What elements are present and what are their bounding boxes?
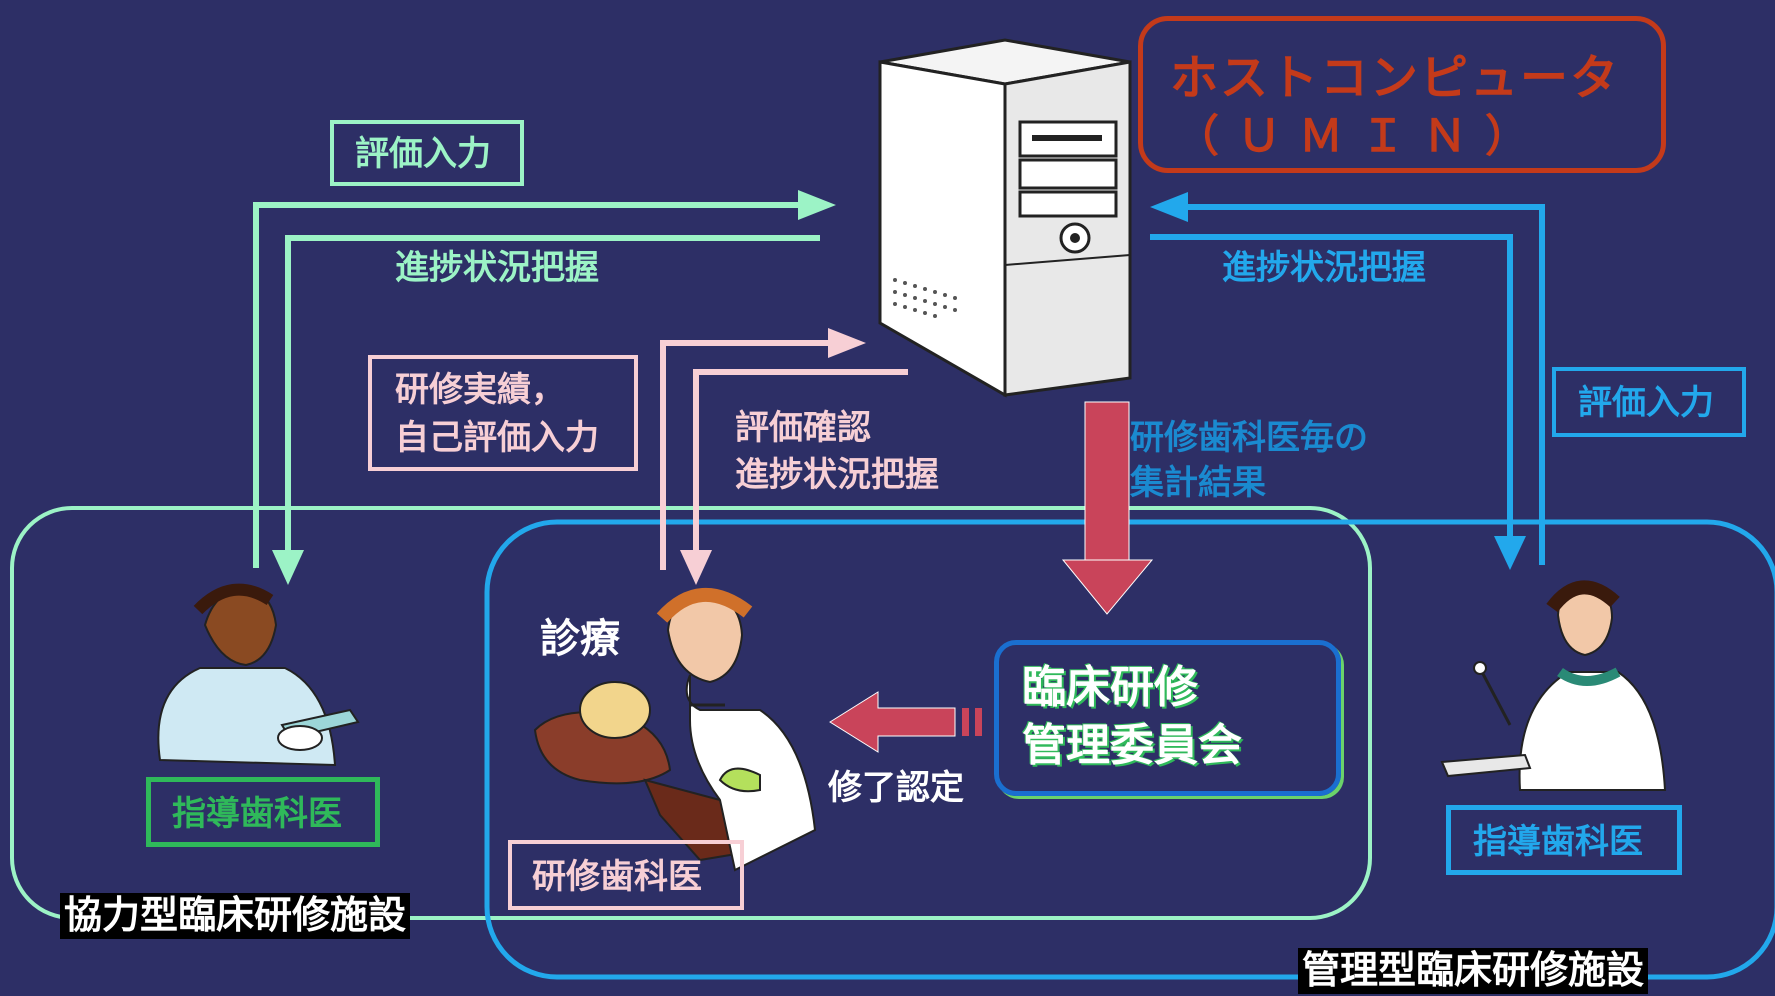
diagnosis-label: 診療 [540,616,620,662]
host-computer-box [1138,16,1666,173]
instructor-left-label: 指導歯科医 [172,794,342,834]
progress-left-label: 進捗状況把握 [395,248,599,288]
trainee-record-label-line1: 研修実績， [395,370,565,410]
cooperative-facility-boundary [10,506,1372,920]
instructor-left-figure [157,583,360,767]
aggregate-arrow [1061,401,1154,615]
progress-right-label: 進捗状況把握 [1222,248,1426,288]
trainee-record-label-line2: 自己評価入力 [395,418,599,458]
eval-input-right-arrow [1150,192,1545,565]
committee-label-line2: 管理委員会 [1022,720,1242,771]
managing-facility-boundary [484,519,1775,980]
eval-input-left-box [330,120,524,186]
eval-confirm-label-line1: 評価確認 [735,408,871,448]
instructor-right-figure [1440,580,1667,791]
trainee-record-box [368,355,638,471]
trainee-record-arrow [660,328,866,570]
instructor-right-label: 指導歯科医 [1473,822,1643,862]
eval-confirm-arrow [680,369,908,585]
aggregate-label-line2: 集計結果 [1130,463,1266,503]
host-computer-title: ホストコンピュータ [1170,50,1621,106]
completion-arrow [829,691,982,753]
eval-confirm-label-line2: 進捗状況把握 [735,455,939,495]
completion-label: 修了認定 [828,768,964,808]
committee-label-line1: 臨床研修 [1022,662,1198,713]
aggregate-label-line1: 研修歯科医毎の [1130,418,1368,458]
eval-input-left-label: 評価入力 [355,134,491,174]
progress-left-arrow [272,235,820,585]
eval-input-right-label: 評価入力 [1578,383,1714,423]
eval-input-left-arrow [253,190,836,568]
cooperative-facility-label: 協力型臨床研修施設 [60,893,411,939]
server-icon [878,38,1132,398]
eval-input-right-box [1552,367,1746,437]
trainee-label: 研修歯科医 [532,857,702,897]
instructor-right-box [1446,805,1682,875]
managing-facility-label: 管理型臨床研修施設 [1298,948,1649,994]
trainee-box [508,840,744,910]
progress-right-arrow [1150,234,1526,570]
committee-box [994,640,1341,796]
instructor-left-box [146,777,380,847]
host-computer-subtitle: （ＵＭＩＮ） [1175,111,1547,162]
